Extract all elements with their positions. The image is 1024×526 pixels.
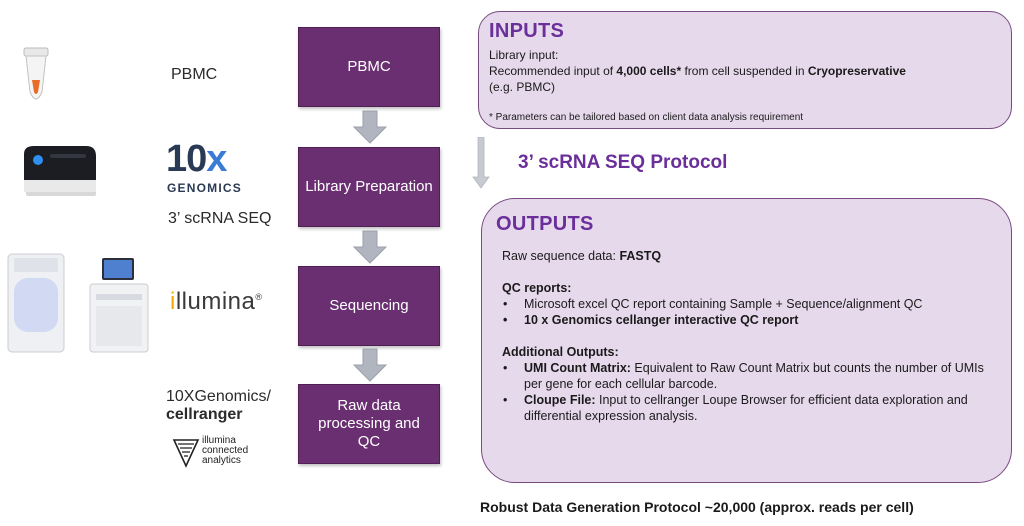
additional-output-desc: Input to cellranger Loupe Browser for ef… — [524, 393, 968, 423]
outputs-title: OUTPUTS — [496, 213, 594, 235]
qc-item: Microsoft excel QC report containing Sam… — [502, 296, 997, 312]
additional-output-item: Cloupe File: Input to cellranger Loupe B… — [502, 392, 997, 424]
logo-10x-x: x — [206, 138, 227, 180]
raw-sequence-format: FASTQ — [619, 249, 662, 263]
step-library-preparation: Library Preparation — [298, 147, 440, 227]
illumina-logo: illumina® — [170, 288, 263, 316]
inputs-cryopreservative: Cryopreservative — [807, 64, 906, 78]
step-pbmc: PBMC — [298, 27, 440, 107]
illumina-registered-mark: ® — [255, 292, 263, 302]
qc-reports-title: QC reports: — [502, 281, 572, 295]
additional-output-item: UMI Count Matrix: Equivalent to Raw Coun… — [502, 360, 997, 392]
illumina-logo-text: llumina — [175, 288, 256, 315]
inputs-note: * Parameters can be tailored based on cl… — [489, 112, 804, 123]
down-arrow-icon — [352, 348, 388, 382]
raw-sequence-line: Raw sequence data: FASTQ — [502, 248, 997, 264]
inputs-line-2: Recommended input of 4,000 cells* from c… — [489, 63, 1001, 79]
additional-output-name: UMI Count Matrix: — [524, 361, 631, 375]
additional-output-name: Cloupe File: — [524, 393, 596, 407]
down-arrow-icon — [352, 110, 388, 144]
logo-genomics-text: GENOMICS — [167, 181, 242, 195]
illumina-connected-analytics-logo: illumina connected analytics — [172, 436, 262, 470]
raw-sequence-label: Raw sequence data: — [502, 249, 620, 263]
illumina-logo-i: i — [170, 288, 176, 315]
chromium-controller-image — [24, 146, 96, 196]
step-sequencing: Sequencing — [298, 266, 440, 346]
inputs-line-2-mid: from cell suspended in — [681, 64, 808, 78]
inputs-line-2-pre: Recommended input of — [489, 64, 617, 78]
scrna-seq-label: 3’ scRNA SEQ — [168, 210, 272, 227]
tube-image — [23, 47, 49, 100]
outputs-panel: OUTPUTS Raw sequence data: FASTQ QC repo… — [481, 198, 1012, 483]
inputs-title: INPUTS — [489, 20, 565, 42]
protocol-title: 3’ scRNA SEQ Protocol — [518, 152, 728, 173]
inputs-line-1: Library input: — [489, 48, 559, 62]
10xgenomics-label: 10XGenomics/ — [166, 388, 271, 405]
logo-10x-number: 10 — [166, 138, 207, 180]
inputs-line-3: (e.g. PBMC) — [489, 80, 556, 94]
ica-mark-icon — [172, 439, 200, 468]
ica-line-3: analytics — [202, 455, 241, 466]
sequencer-image — [7, 253, 149, 353]
outputs-content: Raw sequence data: FASTQ QC reports: Mic… — [496, 248, 997, 424]
footer-text: Robust Data Generation Protocol ~20,000 … — [480, 499, 914, 515]
inputs-panel: INPUTS Library input: Recommended input … — [478, 11, 1012, 129]
protocol-down-arrow-icon — [472, 137, 490, 189]
step-raw-data-processing: Raw data processing and QC — [298, 384, 440, 464]
qc-item: 10 x Genomics cellanger interactive QC r… — [502, 312, 997, 328]
additional-output-desc: Equivalent to Raw Count Matrix but count… — [524, 361, 984, 391]
10x-genomics-logo: 10x GENOMICS — [166, 140, 246, 198]
cellranger-label: cellranger — [166, 406, 243, 423]
pbmc-label: PBMC — [171, 66, 218, 83]
down-arrow-icon — [352, 230, 388, 264]
inputs-body: Library input: Recommended input of 4,00… — [489, 47, 1001, 95]
additional-outputs-title: Additional Outputs: — [502, 345, 619, 359]
inputs-cells-count: 4,000 cells* — [616, 64, 682, 78]
ica-line-2: connected — [202, 445, 249, 456]
ica-line-1: illumina — [202, 435, 236, 446]
